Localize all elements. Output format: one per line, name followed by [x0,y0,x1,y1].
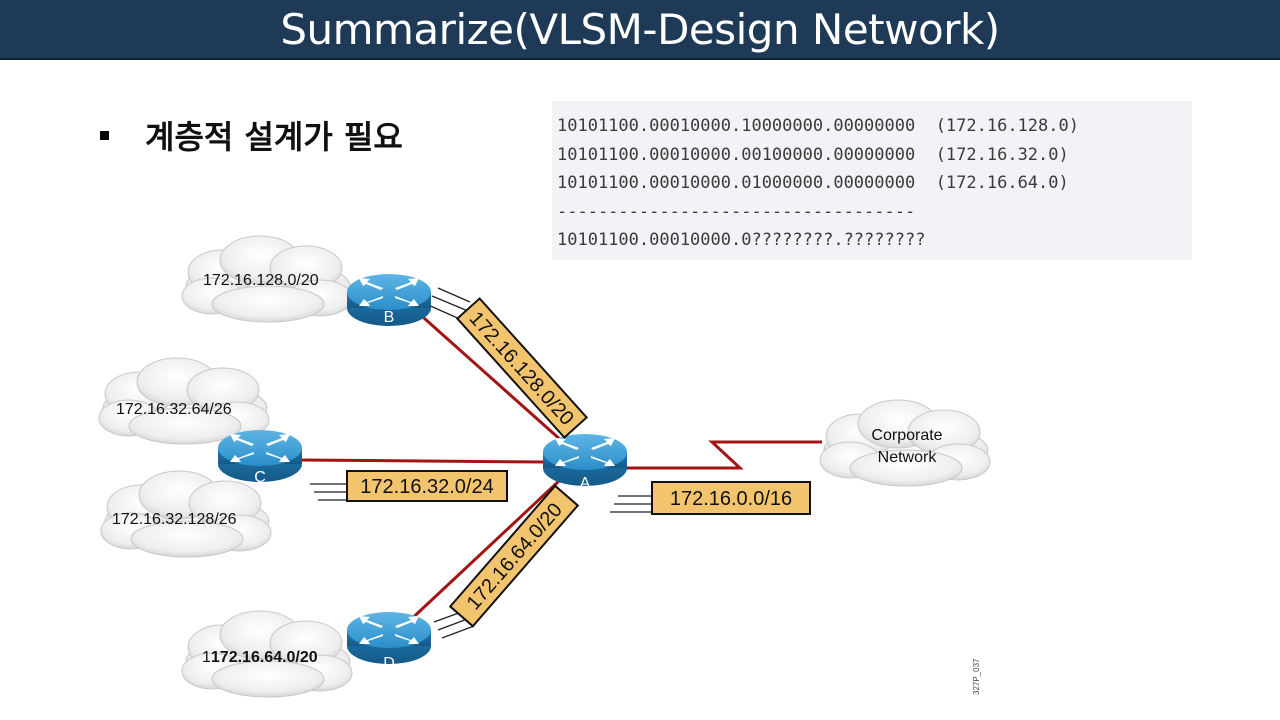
route-box-b: 172.16.128.0/20 [455,297,589,439]
router-b-label: B [384,309,395,326]
router-b: B [347,274,431,326]
router-a: A [543,434,627,492]
link-b-a [414,308,573,452]
cloud-c1-label: 172.16.32.64/26 [116,401,232,418]
router-a-label: A [580,475,591,492]
binary-code-box: 10101100.00010000.10000000.00000000 (172… [552,101,1192,260]
route-box-corp: 172.16.0.0/16 [651,481,811,515]
code-line: 10101100.00010000.00100000.00000000 (172… [557,144,1069,165]
bullet-text: 계층적 설계가 필요 [145,118,403,156]
cloud-d-label-bold: 172.16.64.0/20 [211,649,318,666]
router-d-label: D [383,655,395,672]
cloud-b-label: 172.16.128.0/20 [203,272,319,289]
route-box-d: 172.16.64.0/20 [448,484,580,628]
cloud-c2-label: 172.16.32.128/26 [112,511,237,528]
bullet-item: 계층적 설계가 필요 [100,112,403,158]
router-d: D [347,612,431,672]
router-c: C [218,430,302,486]
router-c-label: C [254,469,266,486]
title-bar: Summarize(VLSM-Design Network) [0,0,1280,60]
cloud-d-label-prefix: 1 [202,649,211,666]
cloud-corporate-label-1: Corporate [871,427,942,444]
figure-id: 327P_037 [972,658,981,695]
route-label-c: 172.16.32.0/24 [360,476,493,498]
bullet-marker-icon [100,130,109,140]
link-a-corporate [625,440,822,470]
code-line: ----------------------------------- [557,201,916,222]
slide-title: Summarize(VLSM-Design Network) [280,4,1000,54]
cloud-d-label: 1172.16.64.0/20 [202,649,318,666]
route-box-c: 172.16.32.0/24 [346,470,508,502]
link-c-a [299,458,546,464]
link-d-a [403,478,562,627]
code-line: 10101100.00010000.0????????.???????? [557,230,926,250]
code-line: 10101100.00010000.01000000.00000000 (172… [557,173,1069,193]
code-line: 10101100.00010000.10000000.00000000 (172… [557,116,1079,136]
route-label-corp: 172.16.0.0/16 [670,488,792,510]
cloud-corporate-label-2: Network [878,449,938,466]
